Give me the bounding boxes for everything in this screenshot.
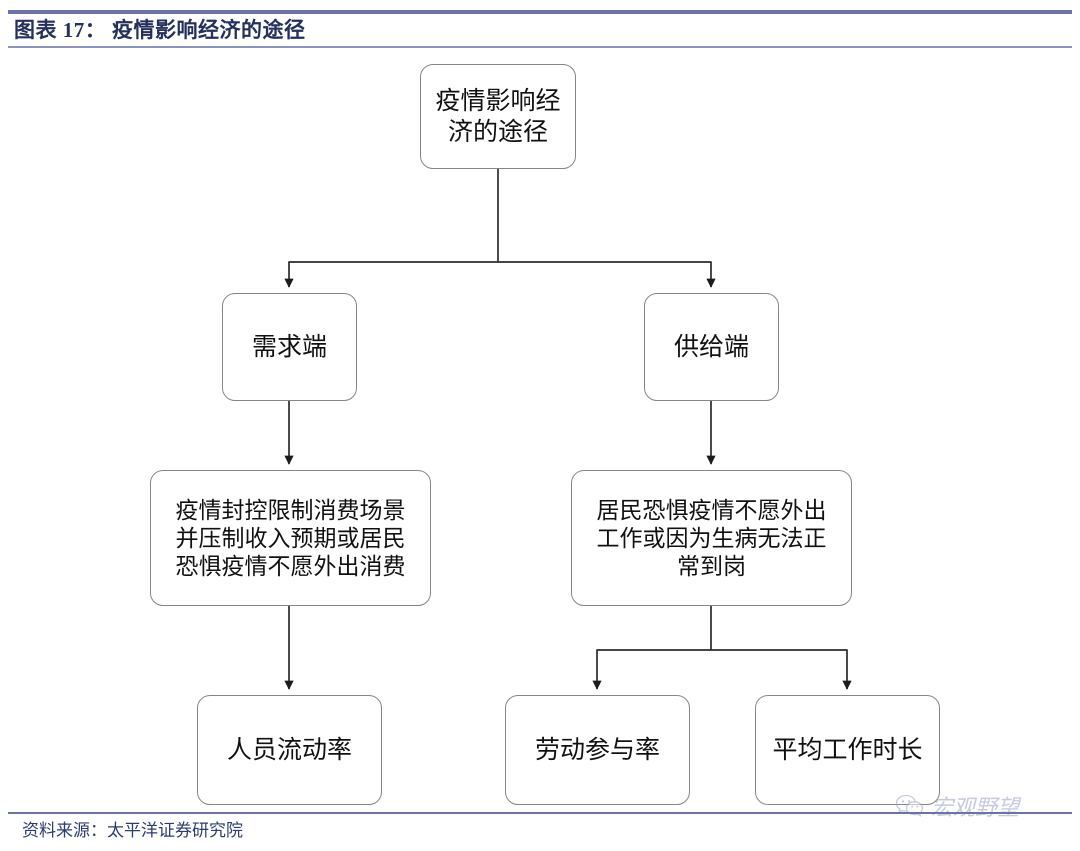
node-average-working-hours[interactable]: 平均工作时长	[755, 695, 940, 805]
node-labor-participation-rate[interactable]: 劳动参与率	[505, 695, 690, 805]
node-demand-description[interactable]: 疫情封控限制消费场景 并压制收入预期或居民 恐惧疫情不愿外出消费	[150, 470, 431, 606]
node-root-label: 疫情影响经 济的途径	[435, 87, 561, 146]
node-demand-side-label: 需求端	[251, 332, 327, 361]
header-rule-top	[8, 10, 1072, 14]
node-supply-side[interactable]: 供给端	[644, 293, 779, 401]
header-rule-bottom	[8, 46, 1072, 48]
node-demand-description-label: 疫情封控限制消费场景 并压制收入预期或居民 恐惧疫情不愿外出消费	[175, 496, 406, 580]
node-supply-side-label: 供给端	[673, 332, 749, 361]
node-mobility-rate-label: 人员流动率	[226, 735, 352, 764]
edge-root-to-demand	[284, 261, 498, 288]
node-mobility-rate[interactable]: 人员流动率	[197, 695, 382, 805]
edge-supdesc-to-leaf3	[711, 649, 852, 690]
node-supply-description[interactable]: 居民恐惧疫情不愿外出 工作或因为生病无法正 常到岗	[571, 470, 852, 606]
footer-rule	[8, 812, 1072, 814]
source-note: 资料来源：太平洋证券研究院	[22, 821, 243, 840]
node-root[interactable]: 疫情影响经 济的途径	[420, 64, 576, 169]
node-average-working-hours-label: 平均工作时长	[772, 735, 923, 764]
node-demand-side[interactable]: 需求端	[222, 293, 357, 401]
edge-root-to-supply	[498, 261, 716, 288]
edge-supdesc-to-leaf2	[592, 649, 711, 690]
node-supply-description-label: 居民恐惧疫情不愿外出 工作或因为生病无法正 常到岗	[596, 496, 827, 580]
node-labor-participation-rate-label: 劳动参与率	[534, 735, 660, 764]
page-title: 图表 17： 疫情影响经济的途径	[14, 18, 306, 42]
